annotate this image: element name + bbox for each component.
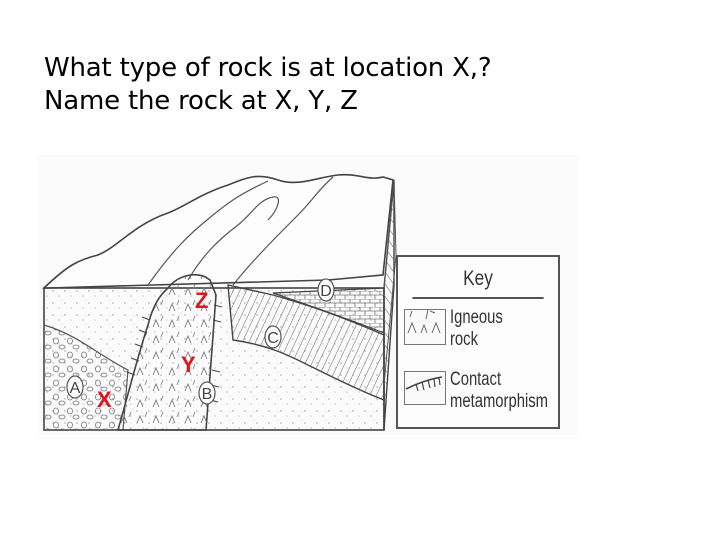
key-item-contact-metamorphism: Contact metamorphism: [404, 369, 576, 413]
land-surface: [42, 173, 394, 289]
contact-metamorphism-pattern-icon: [404, 371, 446, 405]
svg-text:A: A: [70, 380, 81, 397]
key-label-igneous-2: rock: [450, 329, 479, 350]
rock-label-c: C: [264, 325, 282, 349]
question-line-2: Name the rock at X, Y, Z: [44, 86, 358, 116]
key-label-contact-1: Contact: [450, 369, 502, 390]
marker-z: Z: [195, 288, 209, 313]
key-item-igneous: Igneous rock: [404, 307, 518, 351]
rock-label-a: A: [66, 375, 84, 399]
contact-metamorphism-ticks: [126, 304, 223, 403]
igneous-intrusion: [116, 273, 217, 431]
rock-layer-a: [43, 324, 129, 431]
block-diagram-drawing: A B C D: [42, 173, 397, 431]
rock-label-b: B: [198, 381, 216, 405]
key-label-igneous-1: Igneous: [450, 307, 503, 328]
svg-text:C: C: [267, 330, 279, 347]
svg-text:D: D: [320, 283, 332, 300]
rock-label-d: D: [317, 278, 335, 302]
key-label-contact-2: metamorphism: [450, 391, 549, 412]
igneous-rock-pattern-icon: [404, 309, 446, 345]
legend-key: Key Igneous rock: [396, 255, 560, 429]
svg-text:B: B: [202, 386, 213, 403]
geologic-block-diagram: A B C D Z Y X Key Igneous rock: [38, 155, 578, 435]
marker-y: Y: [181, 352, 196, 377]
key-title: Key: [412, 257, 544, 299]
slide-title: What type of rock is at location X,? Nam…: [44, 52, 684, 118]
marker-x: X: [97, 387, 112, 412]
question-line-1: What type of rock is at location X,?: [44, 53, 492, 83]
